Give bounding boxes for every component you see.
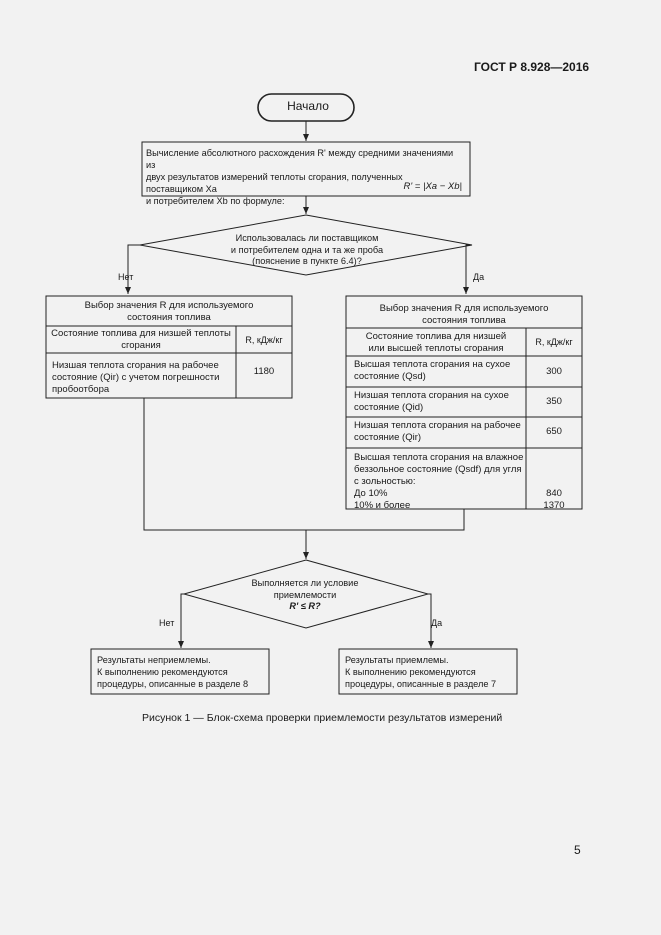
- left-col2-header: R, кДж/кг: [245, 335, 283, 345]
- decision-1-line-3: (пояснение в пункте 6.4)?: [252, 256, 362, 266]
- right-row-2-line-1: Низшая теплота сгорания на сухое: [354, 390, 509, 401]
- decision-1-text: Использовалась ли поставщиком и потребит…: [200, 233, 414, 268]
- decision-2-shape: [182, 559, 430, 629]
- result-left-line-2: К выполнению рекомендуются: [97, 667, 228, 677]
- result-left-line-3: процедуры, описанные в разделе 8: [97, 679, 249, 689]
- start-label: Начало: [287, 99, 329, 113]
- result-right-line-3: процедуры, описанные в разделе 7: [345, 679, 497, 689]
- right-row-4-sub-1-label: До 10%: [354, 488, 388, 499]
- decision-1-shape: [139, 214, 473, 276]
- right-row-4-sub-2-label: 10% и более: [354, 500, 411, 511]
- result-left-line-1: Результаты неприемлемы.: [97, 655, 211, 665]
- left-row-line-3: пробоотбора: [52, 384, 110, 395]
- left-table: [45, 295, 293, 399]
- right-table-title: Выбор значения R для используемого состо…: [346, 303, 582, 327]
- result-left-text: Результаты неприемлемы. К выполнению рек…: [97, 654, 267, 690]
- right-col1-line-1: Состояние топлива для низшей: [365, 331, 507, 342]
- right-title-line-2: состояния топлива: [422, 315, 506, 326]
- decision-2-line-3: R' ≤ R?: [289, 601, 321, 611]
- right-col2-header: R, кДж/кг: [535, 337, 573, 347]
- right-row-4-sub-1-value: 840: [546, 488, 562, 499]
- left-title-line-2: состояния топлива: [127, 312, 211, 323]
- page-number: 5: [574, 843, 581, 857]
- right-row-1-value: 300: [546, 366, 562, 377]
- calc-box-text: Вычисление абсолютного расхождения R' ме…: [146, 147, 462, 207]
- left-title-line-1: Выбор значения R для используемого: [84, 300, 254, 311]
- result-right-line-1: Результаты приемлемы.: [345, 655, 449, 665]
- figure-caption: Рисунок 1 — Блок-схема проверки приемлем…: [142, 712, 503, 724]
- right-col1-header: Состояние топлива для низшей или высшей …: [348, 331, 524, 355]
- decision-1-no-label: Нет: [118, 272, 134, 282]
- left-row-text: Низшая теплота сгорания на рабочее состо…: [52, 360, 234, 396]
- right-row-4-line-3: с зольностью:: [354, 476, 416, 487]
- right-row-1-line-1: Высшая теплота сгорания на сухое: [354, 359, 511, 370]
- calc-line-3: и потребителем Xb по формуле:: [146, 196, 285, 206]
- right-row-2-text: Низшая теплота сгорания на сухое состоян…: [354, 390, 524, 414]
- right-row-4-line-1: Высшая теплота сгорания на влажное: [354, 452, 524, 463]
- result-right-line-2: К выполнению рекомендуются: [345, 667, 476, 677]
- left-row-line-1: Низшая теплота сгорания на рабочее: [52, 360, 219, 371]
- right-row-2-line-2: состояние (Qid): [354, 402, 424, 413]
- right-row-1-line-2: состояние (Qsd): [354, 371, 426, 382]
- right-row-4-text: Высшая теплота сгорания на влажное беззо…: [354, 452, 524, 512]
- right-row-1-text: Высшая теплота сгорания на сухое состоян…: [354, 359, 524, 383]
- decision-1-line-2: и потребителем одна и та же проба: [230, 244, 384, 255]
- result-right-text: Результаты приемлемы. К выполнению реком…: [345, 654, 515, 690]
- left-col1-header: Состояние топлива для низшей теплоты сго…: [51, 328, 231, 351]
- left-table-title: Выбор значения R для используемого состо…: [46, 300, 292, 324]
- document-code: ГОСТ Р 8.928—2016: [474, 60, 590, 74]
- right-row-4-sub-2-value: 1370: [543, 500, 565, 511]
- decision-2-yes-label: Да: [431, 618, 443, 628]
- right-row-3-line-1: Низшая теплота сгорания на рабочее: [354, 420, 521, 431]
- right-row-3-line-2: состояние (Qir): [354, 432, 422, 443]
- right-row-3-value: 650: [546, 426, 562, 437]
- result-right-box: [338, 648, 518, 695]
- decision-2-line-2: приемлемости: [273, 589, 337, 600]
- right-title-line-1: Выбор значения R для используемого: [379, 303, 549, 314]
- result-left-box: [90, 648, 270, 695]
- right-row-4-line-2: беззольное состояние (Qsdf) для угля: [354, 464, 522, 475]
- right-row-2-value: 350: [546, 396, 562, 407]
- calc-line-1: Вычисление абсолютного расхождения R' ме…: [146, 148, 454, 170]
- calc-formula: R' = |Xa − Xb|: [403, 181, 462, 192]
- decision-2-text: Выполняется ли условие приемлемости R' ≤…: [232, 578, 378, 613]
- left-row-value: 1180: [253, 366, 275, 377]
- decision-2-line-1: Выполняется ли условие: [251, 578, 359, 588]
- right-row-3-text: Низшая теплота сгорания на рабочее состо…: [354, 420, 524, 444]
- calc-line-2: двух результатов измерений теплоты сгора…: [146, 172, 403, 194]
- decision-1-yes-label: Да: [473, 272, 485, 282]
- left-row-line-2: состояние (Qir) с учетом погрешности: [52, 372, 220, 383]
- right-col1-line-2: или высшей теплоты сгорания: [368, 343, 504, 354]
- decision-1-line-1: Использовалась ли поставщиком: [235, 233, 379, 243]
- decision-2-no-label: Нет: [159, 618, 175, 628]
